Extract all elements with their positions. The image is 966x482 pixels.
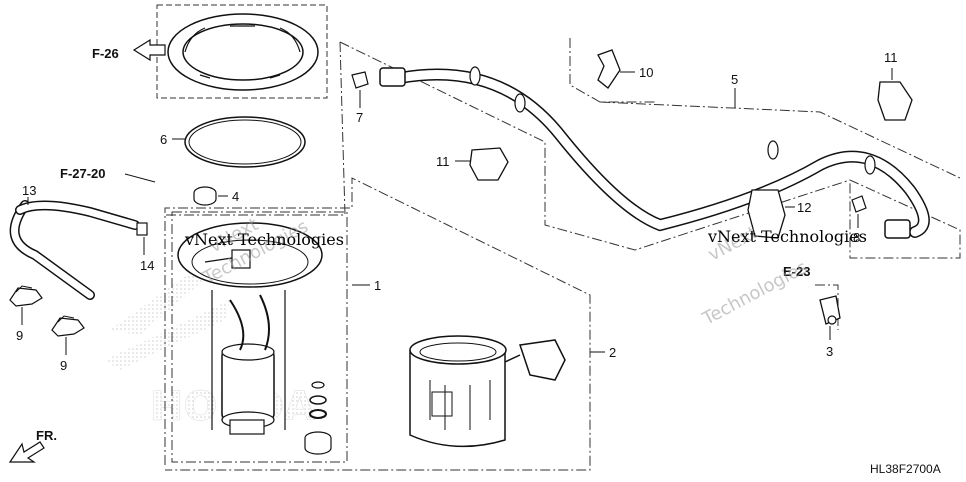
watermark-text-right: vNext Technologies bbox=[707, 227, 867, 246]
callout-7[interactable]: 7 bbox=[356, 110, 363, 125]
ref-f2720-label[interactable]: F-27-20 bbox=[60, 166, 106, 181]
clip-10: 10 bbox=[597, 49, 653, 89]
fuel-tube bbox=[379, 66, 930, 239]
callout-11b[interactable]: 11 bbox=[884, 50, 898, 65]
bolt-3: 3 bbox=[819, 295, 841, 359]
clip-9b: 9 bbox=[51, 315, 85, 373]
watermark-right-line2: Technologies bbox=[698, 257, 811, 330]
cap-4: 4 bbox=[193, 186, 239, 206]
clip-8: 8 bbox=[851, 195, 867, 245]
callout-6[interactable]: 6 bbox=[160, 132, 167, 147]
callout-11a[interactable]: 11 bbox=[436, 154, 450, 169]
clip-11-right: 11 bbox=[877, 50, 913, 121]
callout-3[interactable]: 3 bbox=[826, 344, 833, 359]
callout-9a[interactable]: 9 bbox=[16, 328, 23, 343]
front-arrow: FR. bbox=[8, 428, 57, 463]
ref-f26-label: F-26 bbox=[92, 46, 119, 61]
arrow-front-icon bbox=[8, 441, 45, 463]
pump-housing: 2 bbox=[409, 335, 616, 448]
callout-12[interactable]: 12 bbox=[797, 200, 811, 215]
ref-f26[interactable]: F-26 bbox=[92, 38, 166, 62]
callout-10[interactable]: 10 bbox=[639, 65, 653, 80]
watermark-text-center: vNext Technologies bbox=[184, 230, 344, 249]
callout-5[interactable]: 5 bbox=[731, 72, 738, 87]
diagram-code: HL38F2700A bbox=[870, 462, 941, 476]
clip-11-left: 11 bbox=[436, 147, 509, 181]
ref-e23-label: E-23 bbox=[783, 264, 810, 279]
seal-ring-plate bbox=[167, 13, 319, 91]
hose: 13 bbox=[9, 183, 140, 300]
fuel-pump-assembly: 1 bbox=[177, 222, 381, 435]
arrow-left-icon bbox=[132, 38, 166, 62]
callout-14[interactable]: 14 bbox=[140, 258, 154, 273]
clip-12: 12 bbox=[747, 189, 811, 239]
callout-1[interactable]: 1 bbox=[374, 278, 381, 293]
callout-13[interactable]: 13 bbox=[22, 183, 36, 198]
small-seals bbox=[304, 381, 332, 455]
front-label: FR. bbox=[36, 428, 57, 443]
callout-4[interactable]: 4 bbox=[232, 189, 239, 204]
clip-14: 14 bbox=[136, 222, 154, 273]
clip-7: 7 bbox=[351, 71, 369, 125]
clip-9a: 9 bbox=[9, 285, 43, 343]
callout-9b[interactable]: 9 bbox=[60, 358, 67, 373]
callout-2[interactable]: 2 bbox=[609, 345, 616, 360]
callout-8[interactable]: 8 bbox=[853, 230, 860, 245]
o-ring: 6 bbox=[160, 116, 306, 168]
ref-e23[interactable]: E-23 bbox=[783, 264, 810, 279]
